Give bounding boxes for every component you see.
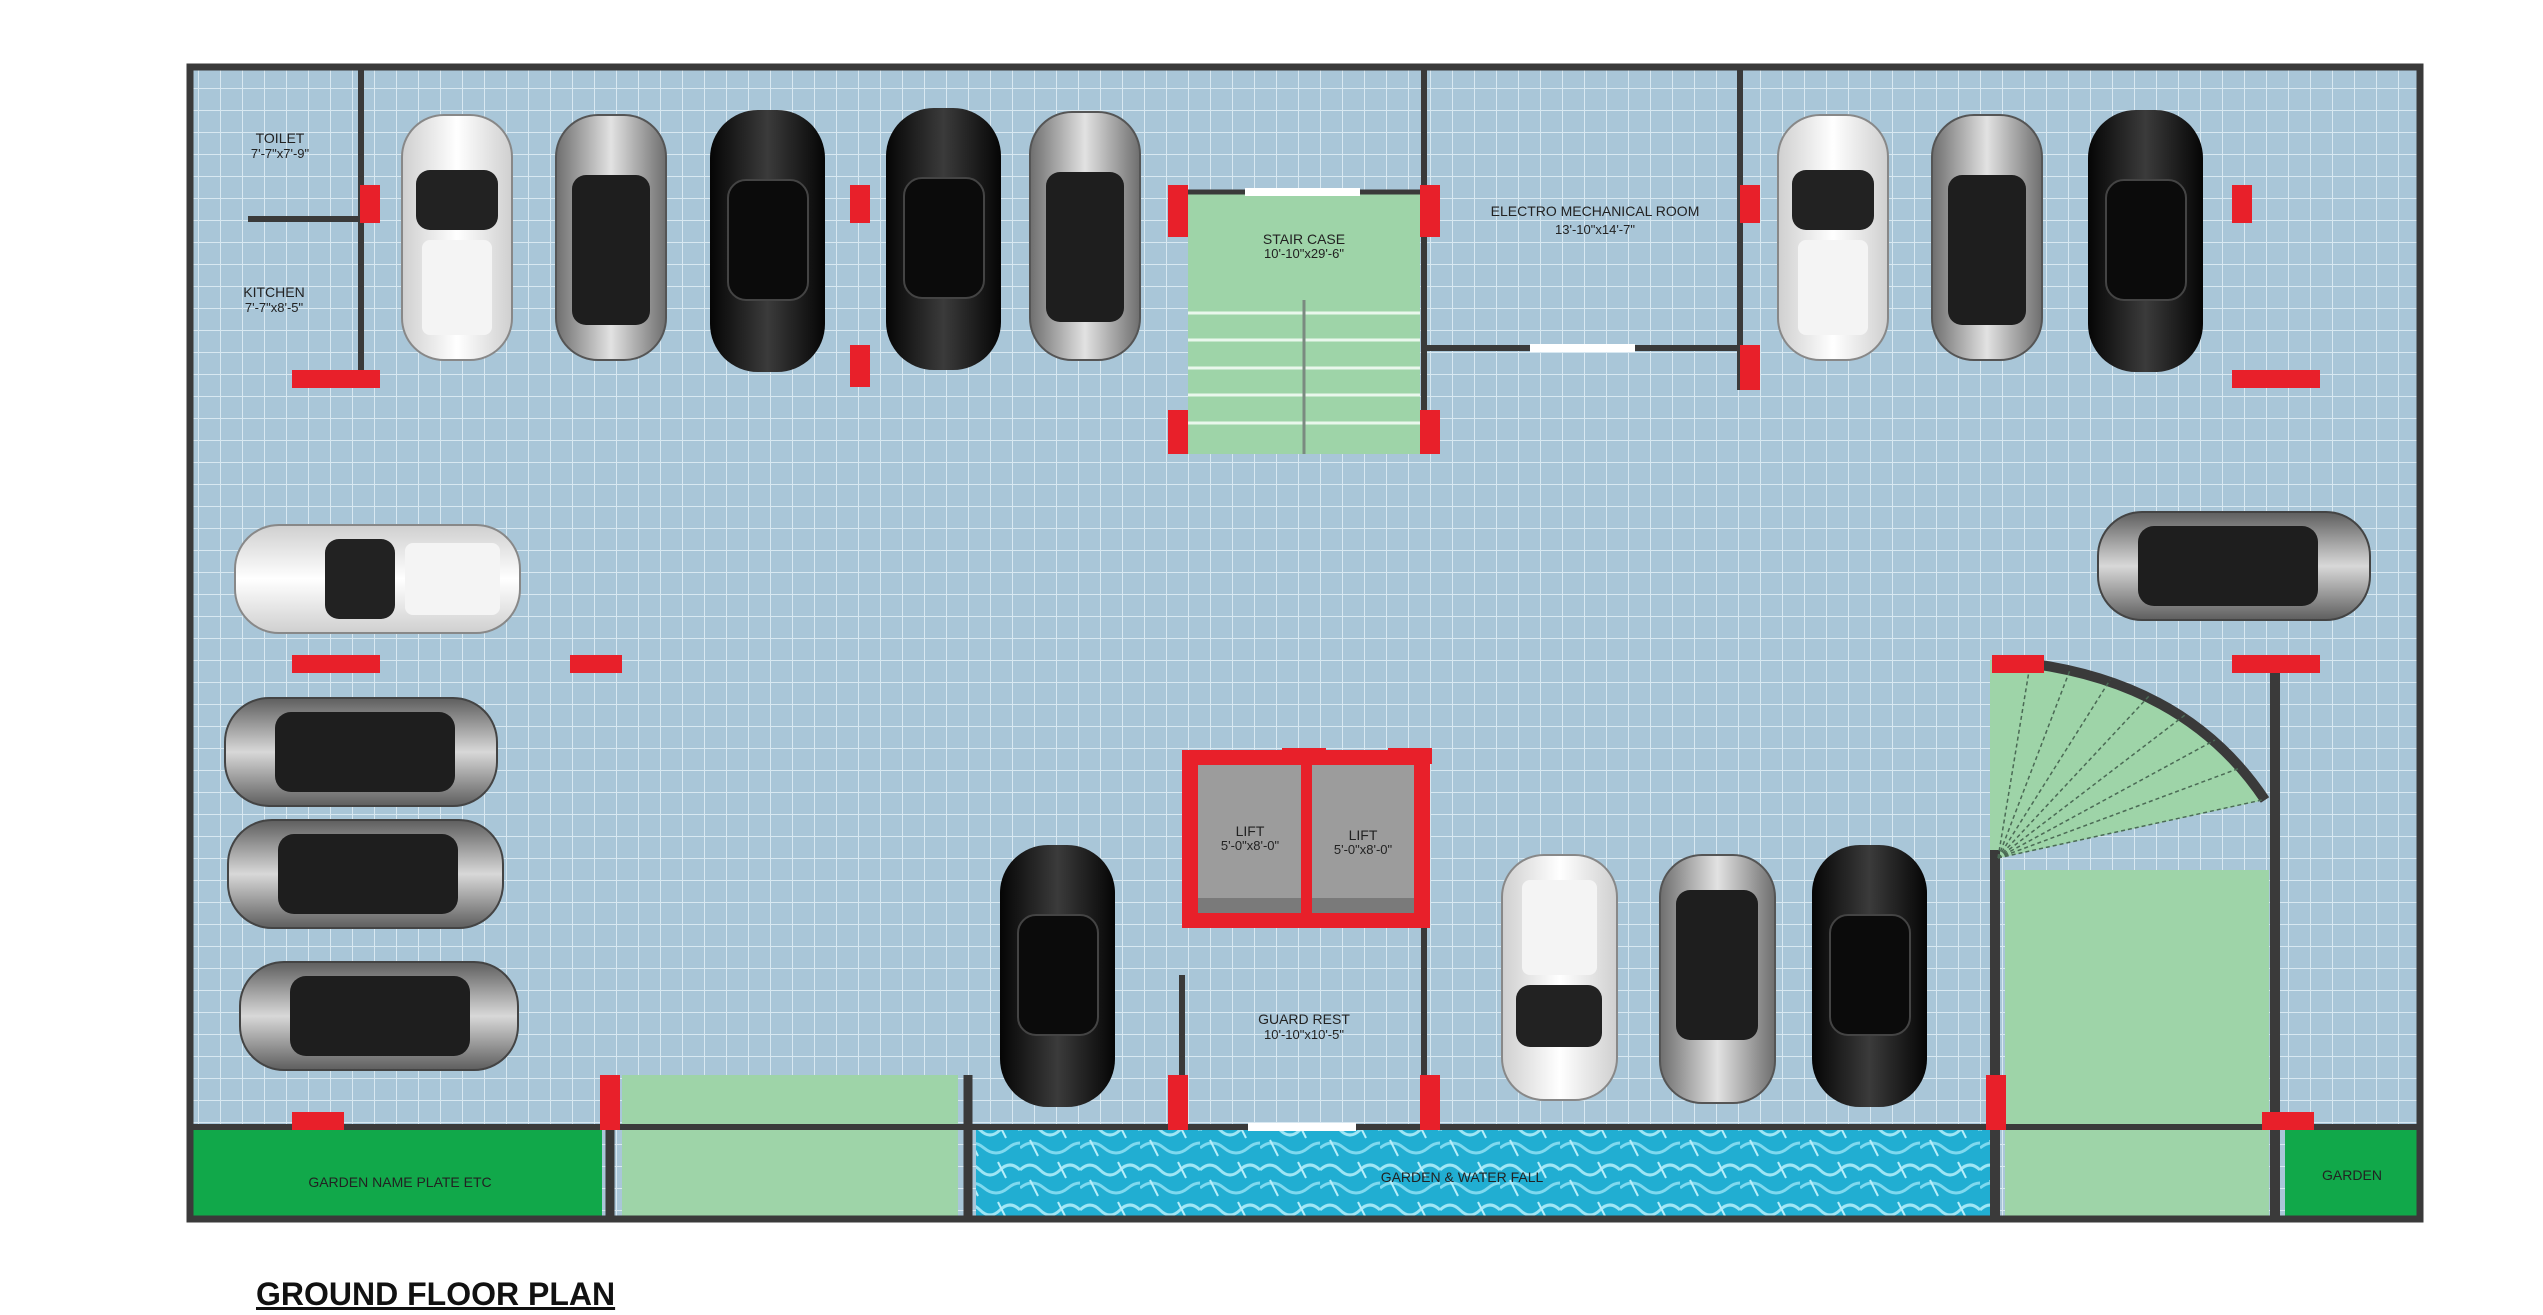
- lift-1-size: 5'-0"x8'-0": [1221, 838, 1280, 853]
- garden-label: GARDEN: [2322, 1167, 2382, 1183]
- parked-cars-horizontal: [224, 511, 2371, 1071]
- stair-case-label: STAIR CASE: [1263, 231, 1345, 247]
- car-top-7: [1931, 114, 2043, 361]
- ramp-lawn: [2005, 870, 2269, 1219]
- car-bottom-1: [1000, 845, 1115, 1107]
- stair-case: [1188, 192, 1420, 454]
- car-top-2: [555, 114, 667, 361]
- garden-name-plate-label: GARDEN NAME PLATE ETC: [308, 1174, 491, 1190]
- toilet-label: TOILET: [256, 130, 305, 146]
- car-right-1: [2097, 511, 2371, 621]
- lift-1-label: LIFT: [1236, 823, 1265, 839]
- car-left-2: [224, 697, 498, 807]
- lift-2-label: LIFT: [1349, 827, 1378, 843]
- car-top-8: [2088, 110, 2203, 372]
- spiral-stair: [1990, 660, 2265, 860]
- car-top-1: [401, 114, 513, 361]
- car-left-1: [234, 524, 521, 634]
- car-bottom-3: [1659, 854, 1776, 1104]
- lift-core: [1182, 750, 1430, 928]
- kitchen-size: 7'-7"x8'-5": [245, 300, 304, 315]
- columns: [292, 185, 2320, 1130]
- doors: [1245, 188, 1635, 1131]
- car-top-6: [1777, 114, 1889, 361]
- guard-rest-size: 10'-10"x10'-5": [1264, 1027, 1344, 1042]
- car-top-5: [1029, 111, 1141, 361]
- electro-room-label: ELECTRO MECHANICAL ROOM: [1491, 203, 1700, 219]
- car-left-4: [239, 961, 519, 1071]
- entrance-lawn: [622, 1075, 958, 1219]
- guard-rest-label: GUARD REST: [1258, 1011, 1350, 1027]
- water-fall-area: [976, 1127, 1990, 1219]
- car-top-4: [886, 108, 1001, 370]
- car-left-3: [227, 819, 504, 929]
- car-top-3: [710, 110, 825, 372]
- spiral-stair-treads: [1997, 664, 2263, 859]
- toilet-size: 7'-7"x7'-9": [251, 146, 310, 161]
- garden-area: [2285, 1127, 2420, 1219]
- kitchen-label: KITCHEN: [243, 284, 304, 300]
- car-bottom-4: [1812, 845, 1927, 1107]
- parked-cars: [401, 108, 2203, 1107]
- garden-name-plate-area: [190, 1127, 602, 1219]
- lift-2-size: 5'-0"x8'-0": [1334, 842, 1393, 857]
- plan-title: GROUND FLOOR PLAN: [256, 1276, 616, 1312]
- electro-room-size: 13'-10"x14'-7": [1555, 222, 1635, 237]
- room-labels: TOILET 7'-7"x7'-9" KITCHEN 7'-7"x8'-5" S…: [243, 130, 2382, 1190]
- stair-case-size: 10'-10"x29'-6": [1264, 246, 1344, 261]
- garden-water-fall-label: GARDEN & WATER FALL: [1381, 1169, 1544, 1185]
- car-bottom-2: [1501, 854, 1618, 1101]
